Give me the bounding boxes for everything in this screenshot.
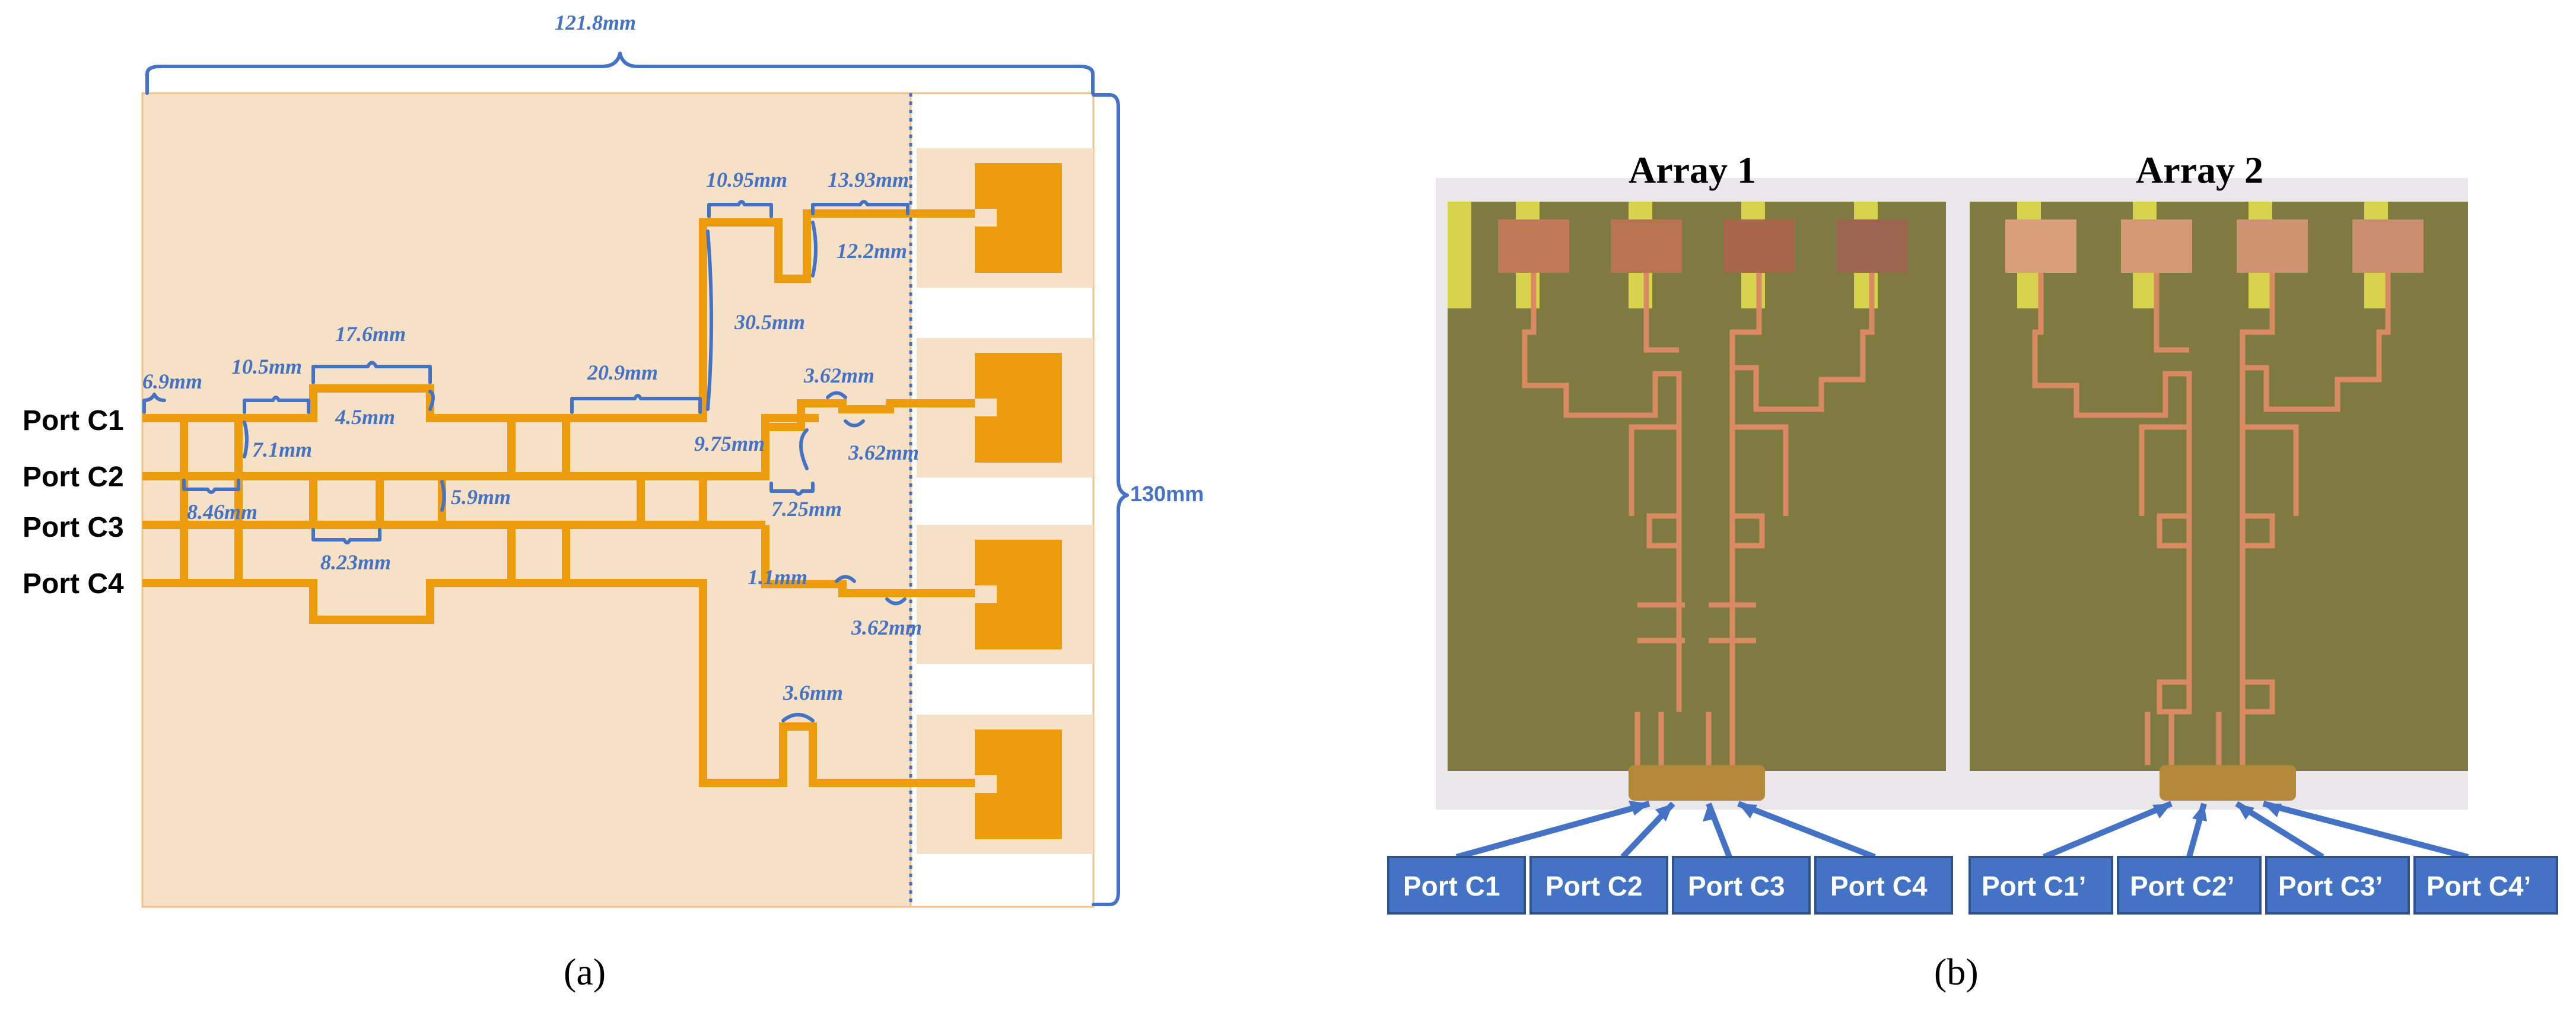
caption-b: (b) <box>1934 951 1979 993</box>
dimension-brackets <box>142 200 909 722</box>
dim-8-23: 8.23mm <box>320 550 391 574</box>
port-button-c1-prime[interactable]: Port C1’ <box>1968 856 2113 915</box>
svg-text:Port C2’: Port C2’ <box>2130 871 2234 901</box>
patch-antenna-2 <box>975 353 1062 463</box>
dim-30-5: 30.5mm <box>734 310 805 334</box>
patch-antenna-1 <box>975 163 1062 273</box>
sma-connectors-array-1 <box>1629 765 1765 801</box>
overall-width-label: 121.8mm <box>555 11 636 34</box>
svg-text:Port C4’: Port C4’ <box>2426 871 2531 901</box>
dim-1-1: 1.1mm <box>748 565 807 589</box>
port-c4-label: Port C4 <box>23 568 124 600</box>
svg-text:Port C3: Port C3 <box>1688 871 1785 901</box>
dim-7-1: 7.1mm <box>252 438 312 461</box>
overall-height-bracket <box>1092 93 1129 906</box>
dim-17-6: 17.6mm <box>335 322 406 346</box>
port-arrows <box>1455 801 2469 860</box>
sma-connectors-array-2 <box>2160 765 2296 801</box>
array-2-board <box>1970 202 2468 771</box>
port-c2-label: Port C2 <box>23 461 124 493</box>
dim-10-95: 10.95mm <box>706 168 787 192</box>
svg-text:Port C1: Port C1 <box>1403 871 1500 901</box>
array-1-board <box>1448 202 1946 771</box>
array-1-title: Array 1 <box>1629 149 1756 191</box>
port-button-c4-prime[interactable]: Port C4’ <box>2413 856 2558 915</box>
port-button-c1[interactable]: Port C1 <box>1387 856 1526 915</box>
svg-text:Port C2: Port C2 <box>1545 871 1643 901</box>
overall-width-bracket <box>145 52 1095 95</box>
dim-5-9: 5.9mm <box>451 485 511 509</box>
dim-3-6: 3.6mm <box>783 681 843 705</box>
port-button-c3[interactable]: Port C3 <box>1672 856 1811 915</box>
dim-8-46: 8.46mm <box>187 500 257 524</box>
panel-b-fabricated-prototype: Array 1 Array 2 Port C1 Port C2 Port C3 … <box>1387 149 2558 993</box>
port-button-c2[interactable]: Port C2 <box>1529 856 1668 915</box>
dim-3-62-b: 3.62mm <box>848 441 919 464</box>
dim-3-62-c: 3.62mm <box>851 616 922 639</box>
port-button-c3-prime[interactable]: Port C3’ <box>2265 856 2410 915</box>
feed-network-traces <box>142 209 975 787</box>
array-2-title: Array 2 <box>2136 149 2263 191</box>
port-button-c4[interactable]: Port C4 <box>1814 856 1953 915</box>
dim-6-9: 6.9mm <box>142 369 202 393</box>
dim-9-75: 9.75mm <box>694 432 765 455</box>
dim-13-93: 13.93mm <box>828 168 909 192</box>
port-button-c2-prime[interactable]: Port C2’ <box>2117 856 2262 915</box>
dim-10-5: 10.5mm <box>231 355 302 378</box>
svg-text:Port C4: Port C4 <box>1830 871 1928 901</box>
dim-3-62-a: 3.62mm <box>803 364 874 387</box>
overall-height-label: 130mm <box>1130 482 1204 506</box>
dim-7-25: 7.25mm <box>771 497 842 521</box>
port-c3-label: Port C3 <box>23 512 124 543</box>
dim-12-2: 12.2mm <box>837 239 907 263</box>
port-c1-label: Port C1 <box>23 405 124 437</box>
caption-a: (a) <box>564 951 606 993</box>
dim-4-5: 4.5mm <box>335 405 395 429</box>
svg-text:Port C3’: Port C3’ <box>2278 871 2383 901</box>
patch-antenna-3 <box>975 540 1062 649</box>
panel-a-layout-diagram: Port C1 Port C2 Port C3 Port C4 121.8mm … <box>23 11 1204 993</box>
patch-antenna-4 <box>975 730 1062 839</box>
dim-20-9: 20.9mm <box>587 361 658 384</box>
svg-text:Port C1’: Port C1’ <box>1982 871 2086 901</box>
